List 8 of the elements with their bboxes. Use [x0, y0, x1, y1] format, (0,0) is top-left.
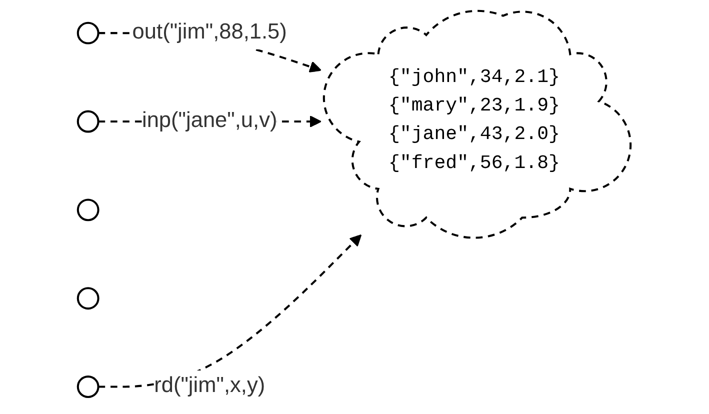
node-circle [77, 198, 100, 222]
edge-label: inp("jane",u,v) [142, 109, 278, 132]
edge-label: rd("jim",x,y) [154, 374, 266, 398]
node-circle [77, 376, 100, 398]
node-circle [77, 22, 100, 44]
node-circle [77, 287, 100, 310]
edge-label: out("jim",88,1.5) [132, 20, 288, 44]
node-circle [77, 110, 100, 133]
